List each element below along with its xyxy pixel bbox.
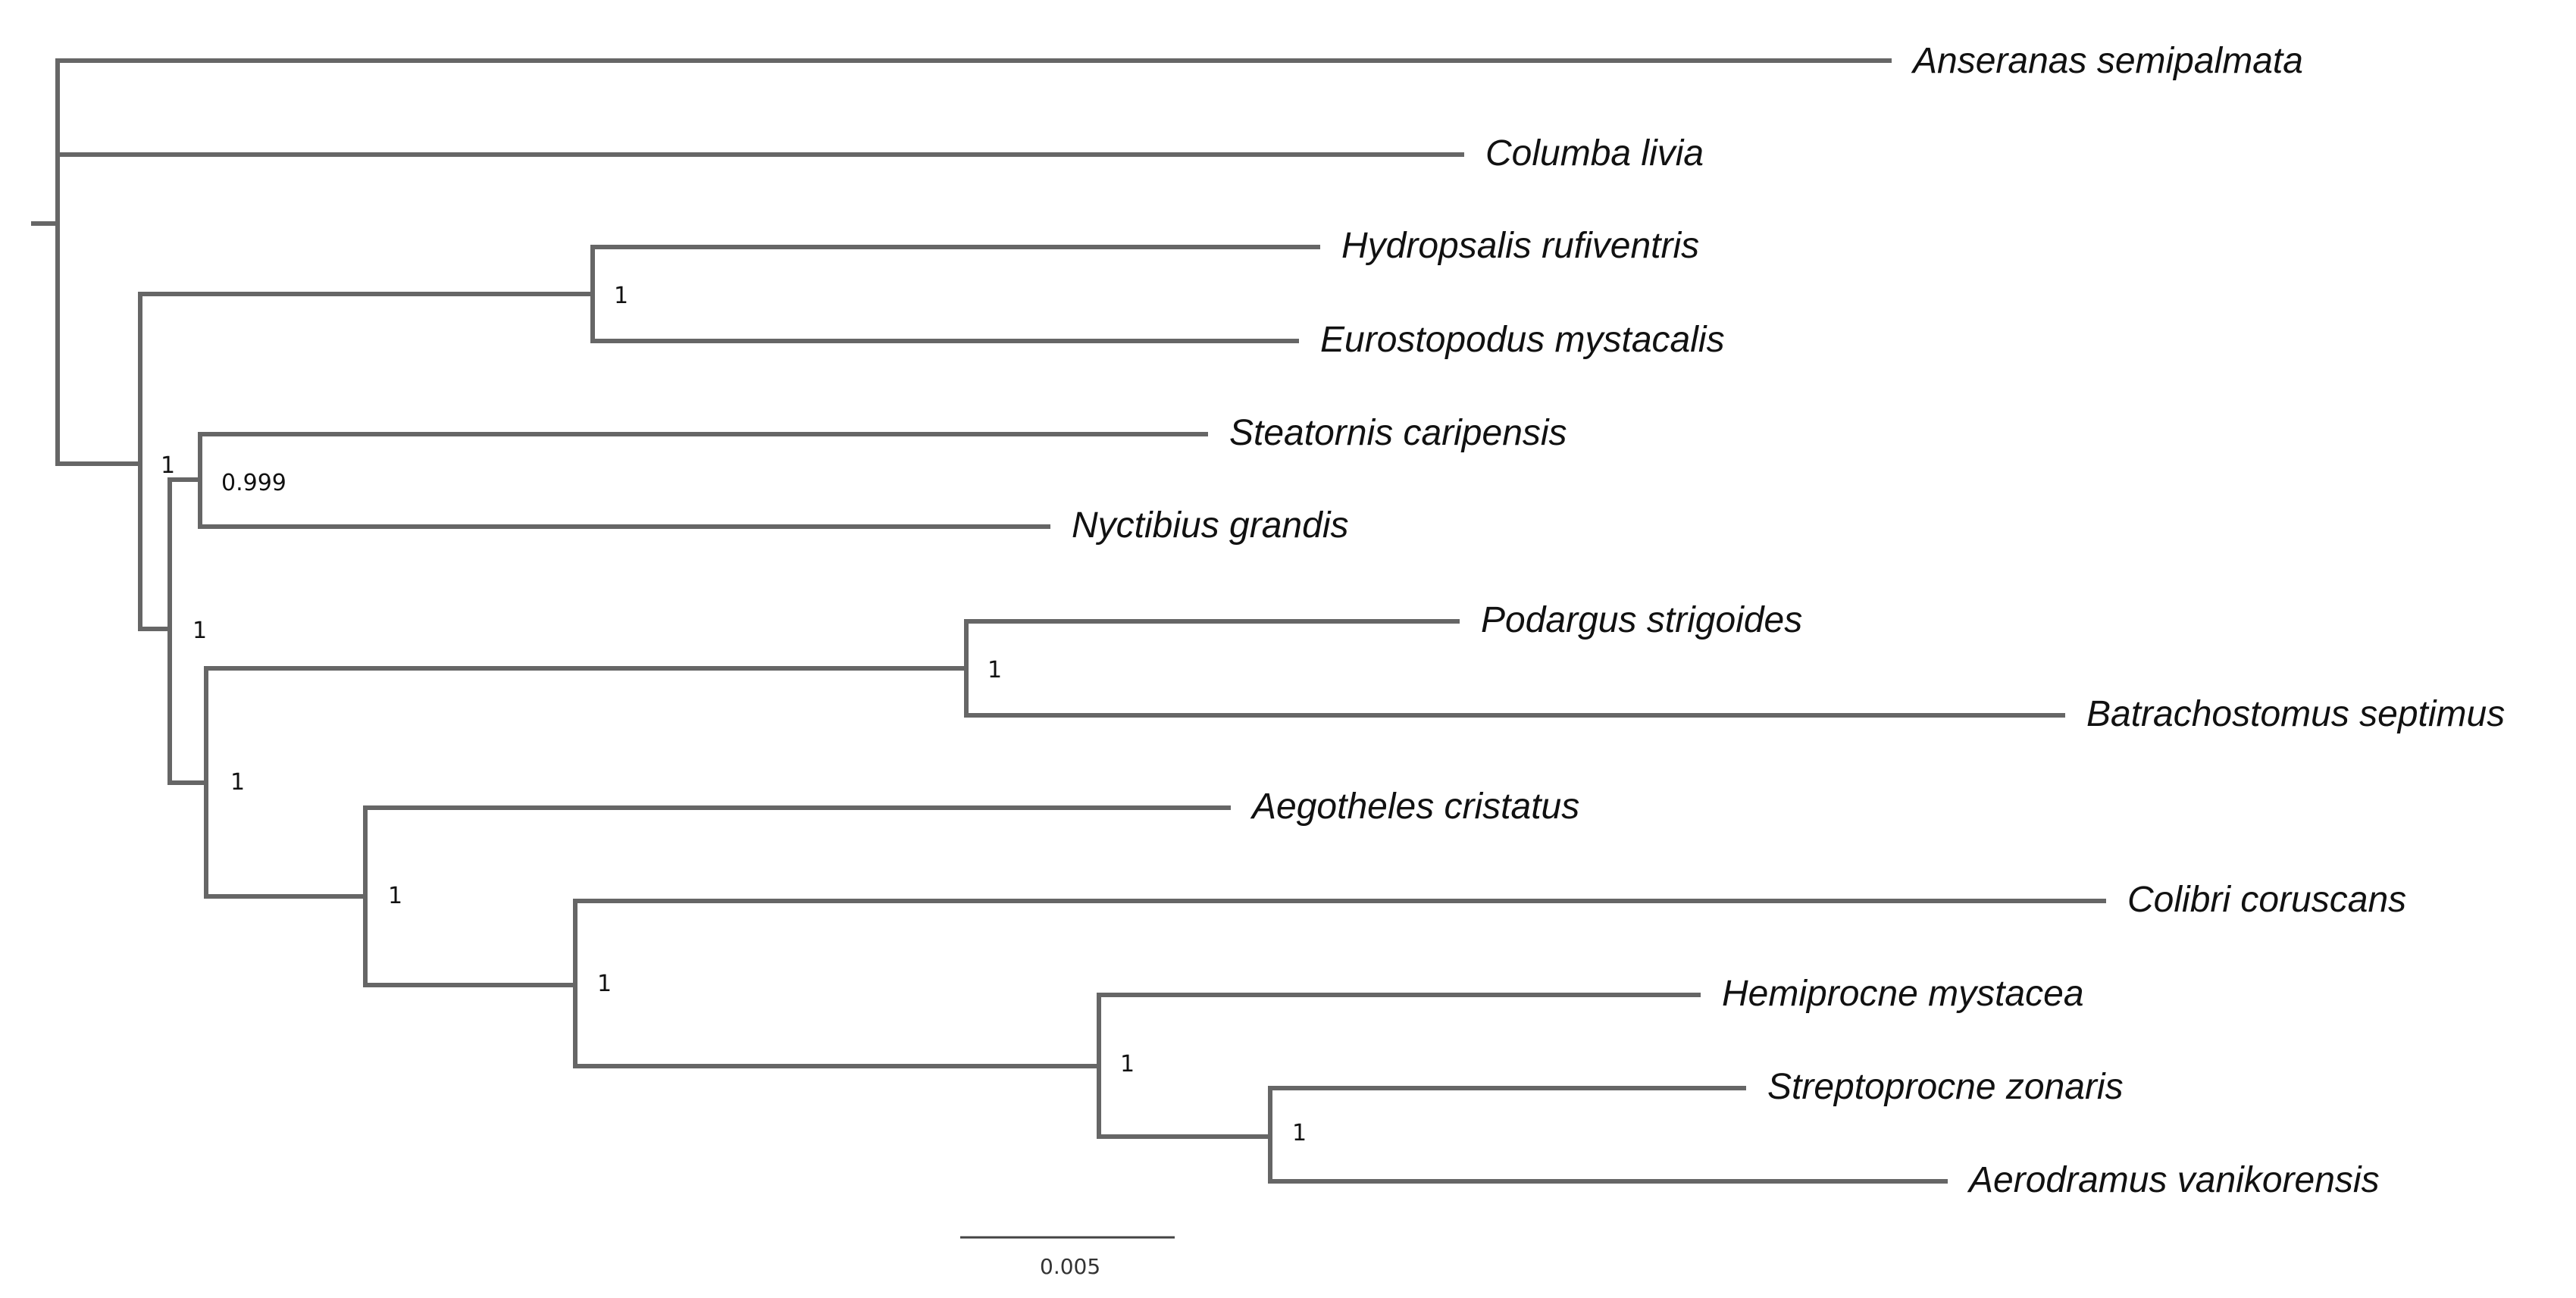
taxon-label: Eurostopodus mystacalis bbox=[1320, 320, 1725, 360]
support-value: 1 bbox=[1292, 1120, 1307, 1146]
support-value: 0.999 bbox=[221, 470, 286, 496]
taxon-label: Nyctibius grandis bbox=[1072, 505, 1348, 546]
taxon-label: Hemiprocne mystacea bbox=[1722, 974, 2084, 1014]
support-value: 1 bbox=[1120, 1051, 1135, 1077]
support-value: 1 bbox=[192, 618, 207, 644]
taxon-label: Columba livia bbox=[1485, 133, 1704, 174]
taxon-label: Aegotheles cristatus bbox=[1250, 787, 1579, 827]
taxon-label: Colibri coruscans bbox=[2127, 880, 2406, 920]
taxon-labels: Anseranas semipalmata Columba livia Hydr… bbox=[1072, 41, 2505, 1200]
support-value: 1 bbox=[614, 283, 628, 309]
support-value: 1 bbox=[161, 452, 175, 479]
support-value: 1 bbox=[388, 883, 402, 909]
taxon-label: Anseranas semipalmata bbox=[1911, 41, 2303, 81]
tree-branches bbox=[31, 58, 2106, 1184]
taxon-label: Hydropsalis rufiventris bbox=[1341, 226, 1699, 266]
support-values: 1 1 0.999 1 1 1 1 1 1 1 bbox=[161, 283, 1307, 1146]
taxon-label: Streptoprocne zonaris bbox=[1767, 1067, 2124, 1107]
scale-bar-label: 0.005 bbox=[1040, 1254, 1100, 1279]
support-value: 1 bbox=[230, 769, 245, 796]
support-value: 1 bbox=[597, 971, 612, 997]
taxon-label: Batrachostomus septimus bbox=[2086, 694, 2505, 734]
taxon-label: Podargus strigoides bbox=[1481, 600, 1802, 640]
scale-bar: 0.005 bbox=[960, 1236, 1175, 1279]
taxon-label: Aerodramus vanikorensis bbox=[1967, 1160, 2380, 1200]
taxon-label: Steatornis caripensis bbox=[1229, 413, 1567, 453]
support-value: 1 bbox=[988, 657, 1002, 683]
